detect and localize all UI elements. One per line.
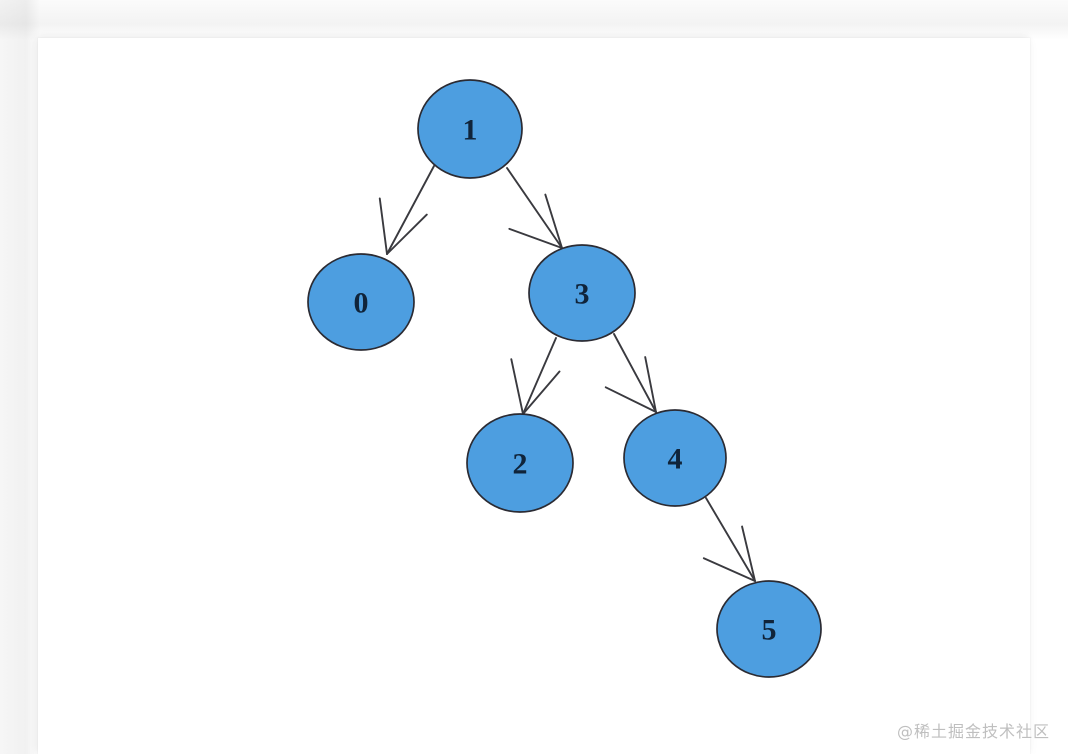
- tree-node-5[interactable]: 5: [716, 580, 822, 678]
- watermark-text: @稀土掘金技术社区: [896, 722, 1050, 741]
- tree-node-4[interactable]: 4: [623, 409, 727, 507]
- tree-node-3[interactable]: 3: [528, 244, 636, 342]
- node-circle[interactable]: [466, 413, 574, 513]
- node-circle[interactable]: [528, 244, 636, 342]
- node-label: 1: [463, 114, 478, 147]
- node-label: 0: [354, 287, 369, 320]
- node-circle[interactable]: [307, 253, 415, 351]
- node-label: 3: [575, 278, 590, 311]
- node-circle[interactable]: [716, 580, 822, 678]
- tree-node-1[interactable]: 1: [417, 79, 523, 179]
- tree-node-2[interactable]: 2: [466, 413, 574, 513]
- node-label: 5: [762, 614, 777, 647]
- node-label: 4: [668, 443, 683, 476]
- node-circle[interactable]: [623, 409, 727, 507]
- node-label: 2: [513, 448, 528, 481]
- nodes-layer: 1 0 3 2 4 5: [307, 79, 822, 678]
- diagram-card: [38, 38, 1030, 754]
- tree-node-0[interactable]: 0: [307, 253, 415, 351]
- node-circle[interactable]: [417, 79, 523, 179]
